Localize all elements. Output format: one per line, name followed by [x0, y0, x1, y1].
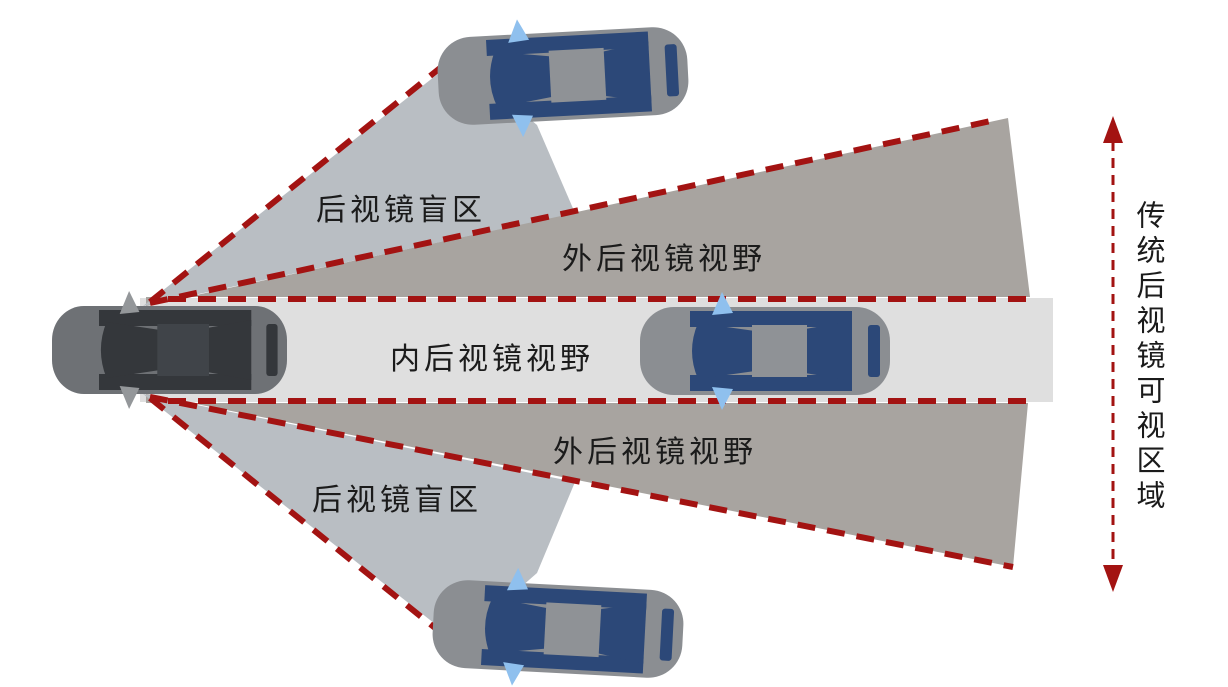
car-mirror-right — [712, 387, 733, 410]
exterior-view-boundary-top — [149, 116, 1001, 306]
car-side-window — [99, 310, 252, 326]
car-mirror-left — [119, 291, 140, 314]
car-roof — [157, 324, 209, 376]
car-side-window — [481, 649, 644, 674]
car-windshield — [692, 323, 755, 379]
arrow-down-icon — [1103, 565, 1123, 592]
exterior-view-boundary-bottom — [149, 394, 1014, 570]
car-side-window — [489, 95, 652, 120]
visible-range-arrow — [1103, 116, 1123, 592]
vehicle-bottom-lane — [432, 567, 684, 686]
car-rear-window — [207, 320, 252, 380]
label-interior-mirror-view: 内后视镜视野 — [390, 342, 594, 377]
car-rear-window — [596, 603, 647, 664]
car-windshield — [485, 597, 550, 654]
inner-mirror-view-zone — [140, 298, 1053, 402]
car-mirror-right — [119, 386, 140, 409]
blind-zone-boundary-top — [148, 61, 447, 305]
label-blind-zone-top: 后视镜盲区 — [316, 193, 486, 228]
car-tail — [868, 325, 880, 377]
label-exterior-mirror-view-top: 外后视镜视野 — [562, 242, 766, 277]
car-side-window — [690, 311, 852, 327]
car-side-window — [99, 374, 252, 390]
label-exterior-mirror-view-bottom: 外后视镜视野 — [553, 435, 757, 470]
car-windshield — [100, 322, 161, 378]
car-side-window — [690, 375, 852, 391]
car-roof — [548, 47, 607, 103]
car-roof — [752, 325, 807, 377]
label-traditional-mirror-visible-area: 传统后视镜可视区域 — [1132, 200, 1166, 515]
car-tail — [659, 608, 675, 661]
vehicle-same-lane — [640, 292, 890, 410]
car-windshield — [490, 51, 555, 108]
vehicle-top-lane — [437, 19, 689, 138]
car-mirror-left — [508, 19, 530, 43]
car-rear-window — [805, 321, 852, 381]
car-rear-window — [601, 41, 652, 102]
car-mirror-right — [503, 662, 525, 686]
car-side-window — [486, 31, 649, 56]
car-mirror-left — [506, 567, 529, 591]
label-blind-zone-bottom: 后视镜盲区 — [312, 483, 482, 518]
car-mirror-left — [712, 292, 733, 315]
car-mirror-right — [511, 114, 534, 138]
ego-vehicle — [52, 291, 287, 409]
blind-zone-boundary-bottom — [148, 395, 447, 639]
car-tail — [266, 324, 278, 376]
car-tail — [664, 44, 680, 97]
blind-spot-zone-bottom — [143, 394, 575, 642]
car-side-window — [484, 585, 647, 610]
car-roof — [543, 602, 602, 658]
arrow-up-icon — [1103, 116, 1123, 143]
